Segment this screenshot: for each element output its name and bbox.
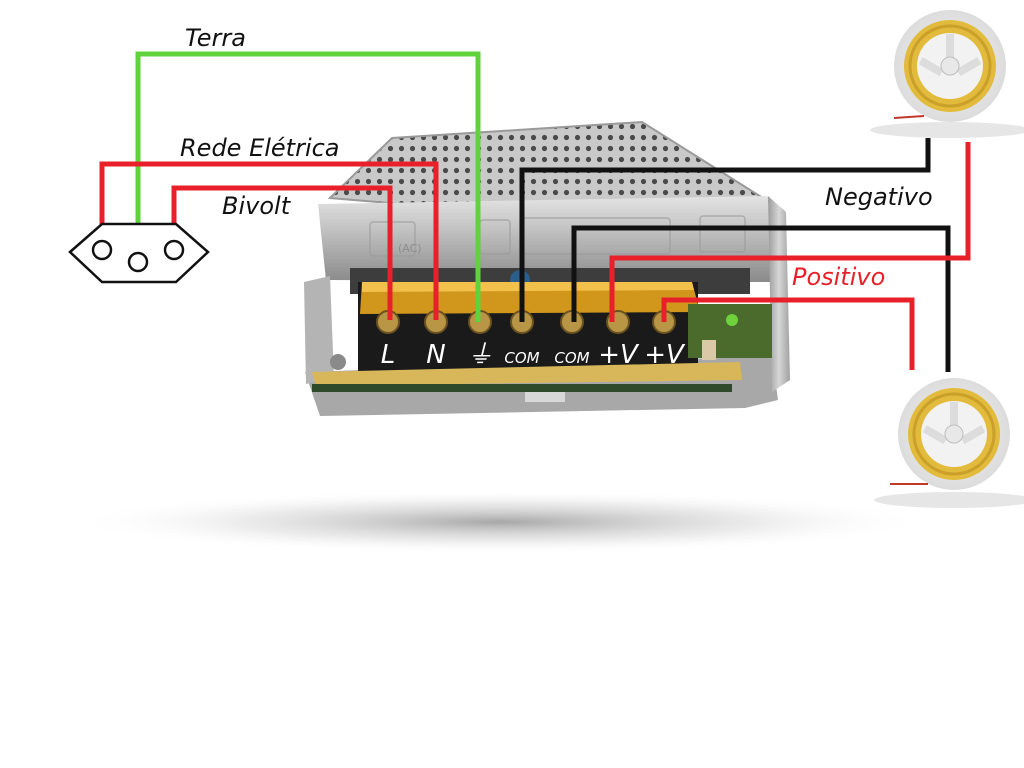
terminal-label: +V: [598, 340, 640, 370]
terminal-label: COM: [554, 349, 589, 367]
led-strip-reel-bottom: [874, 378, 1024, 508]
terminal-label: COM: [504, 349, 539, 367]
mains-wire-n: [99, 161, 439, 320]
ground-shadow: [70, 490, 930, 554]
label-bivolt: Bivolt: [222, 192, 292, 220]
led-strip-reel-top: [870, 10, 1024, 138]
earth-wire: [135, 51, 481, 322]
power-outlet-icon: [68, 222, 210, 284]
terminal-label: +V: [644, 340, 686, 370]
positive-wire-top: [609, 142, 971, 322]
label-terra: Terra: [185, 24, 246, 52]
negative-wire-top: [519, 138, 931, 322]
terminal-label: N: [426, 340, 445, 370]
label-rede-eletrica: Rede Elétrica: [180, 134, 340, 162]
mains-wire-l: [171, 185, 393, 320]
terminal-label: L: [381, 340, 396, 370]
terminal-label: ⏚: [467, 340, 493, 370]
label-negativo: Negativo: [825, 183, 933, 211]
svg-text:(AC): (AC): [398, 242, 422, 255]
positive-wire-bottom: [661, 297, 915, 370]
negative-wire-bottom: [571, 225, 951, 372]
label-positivo: Positivo: [792, 263, 885, 291]
